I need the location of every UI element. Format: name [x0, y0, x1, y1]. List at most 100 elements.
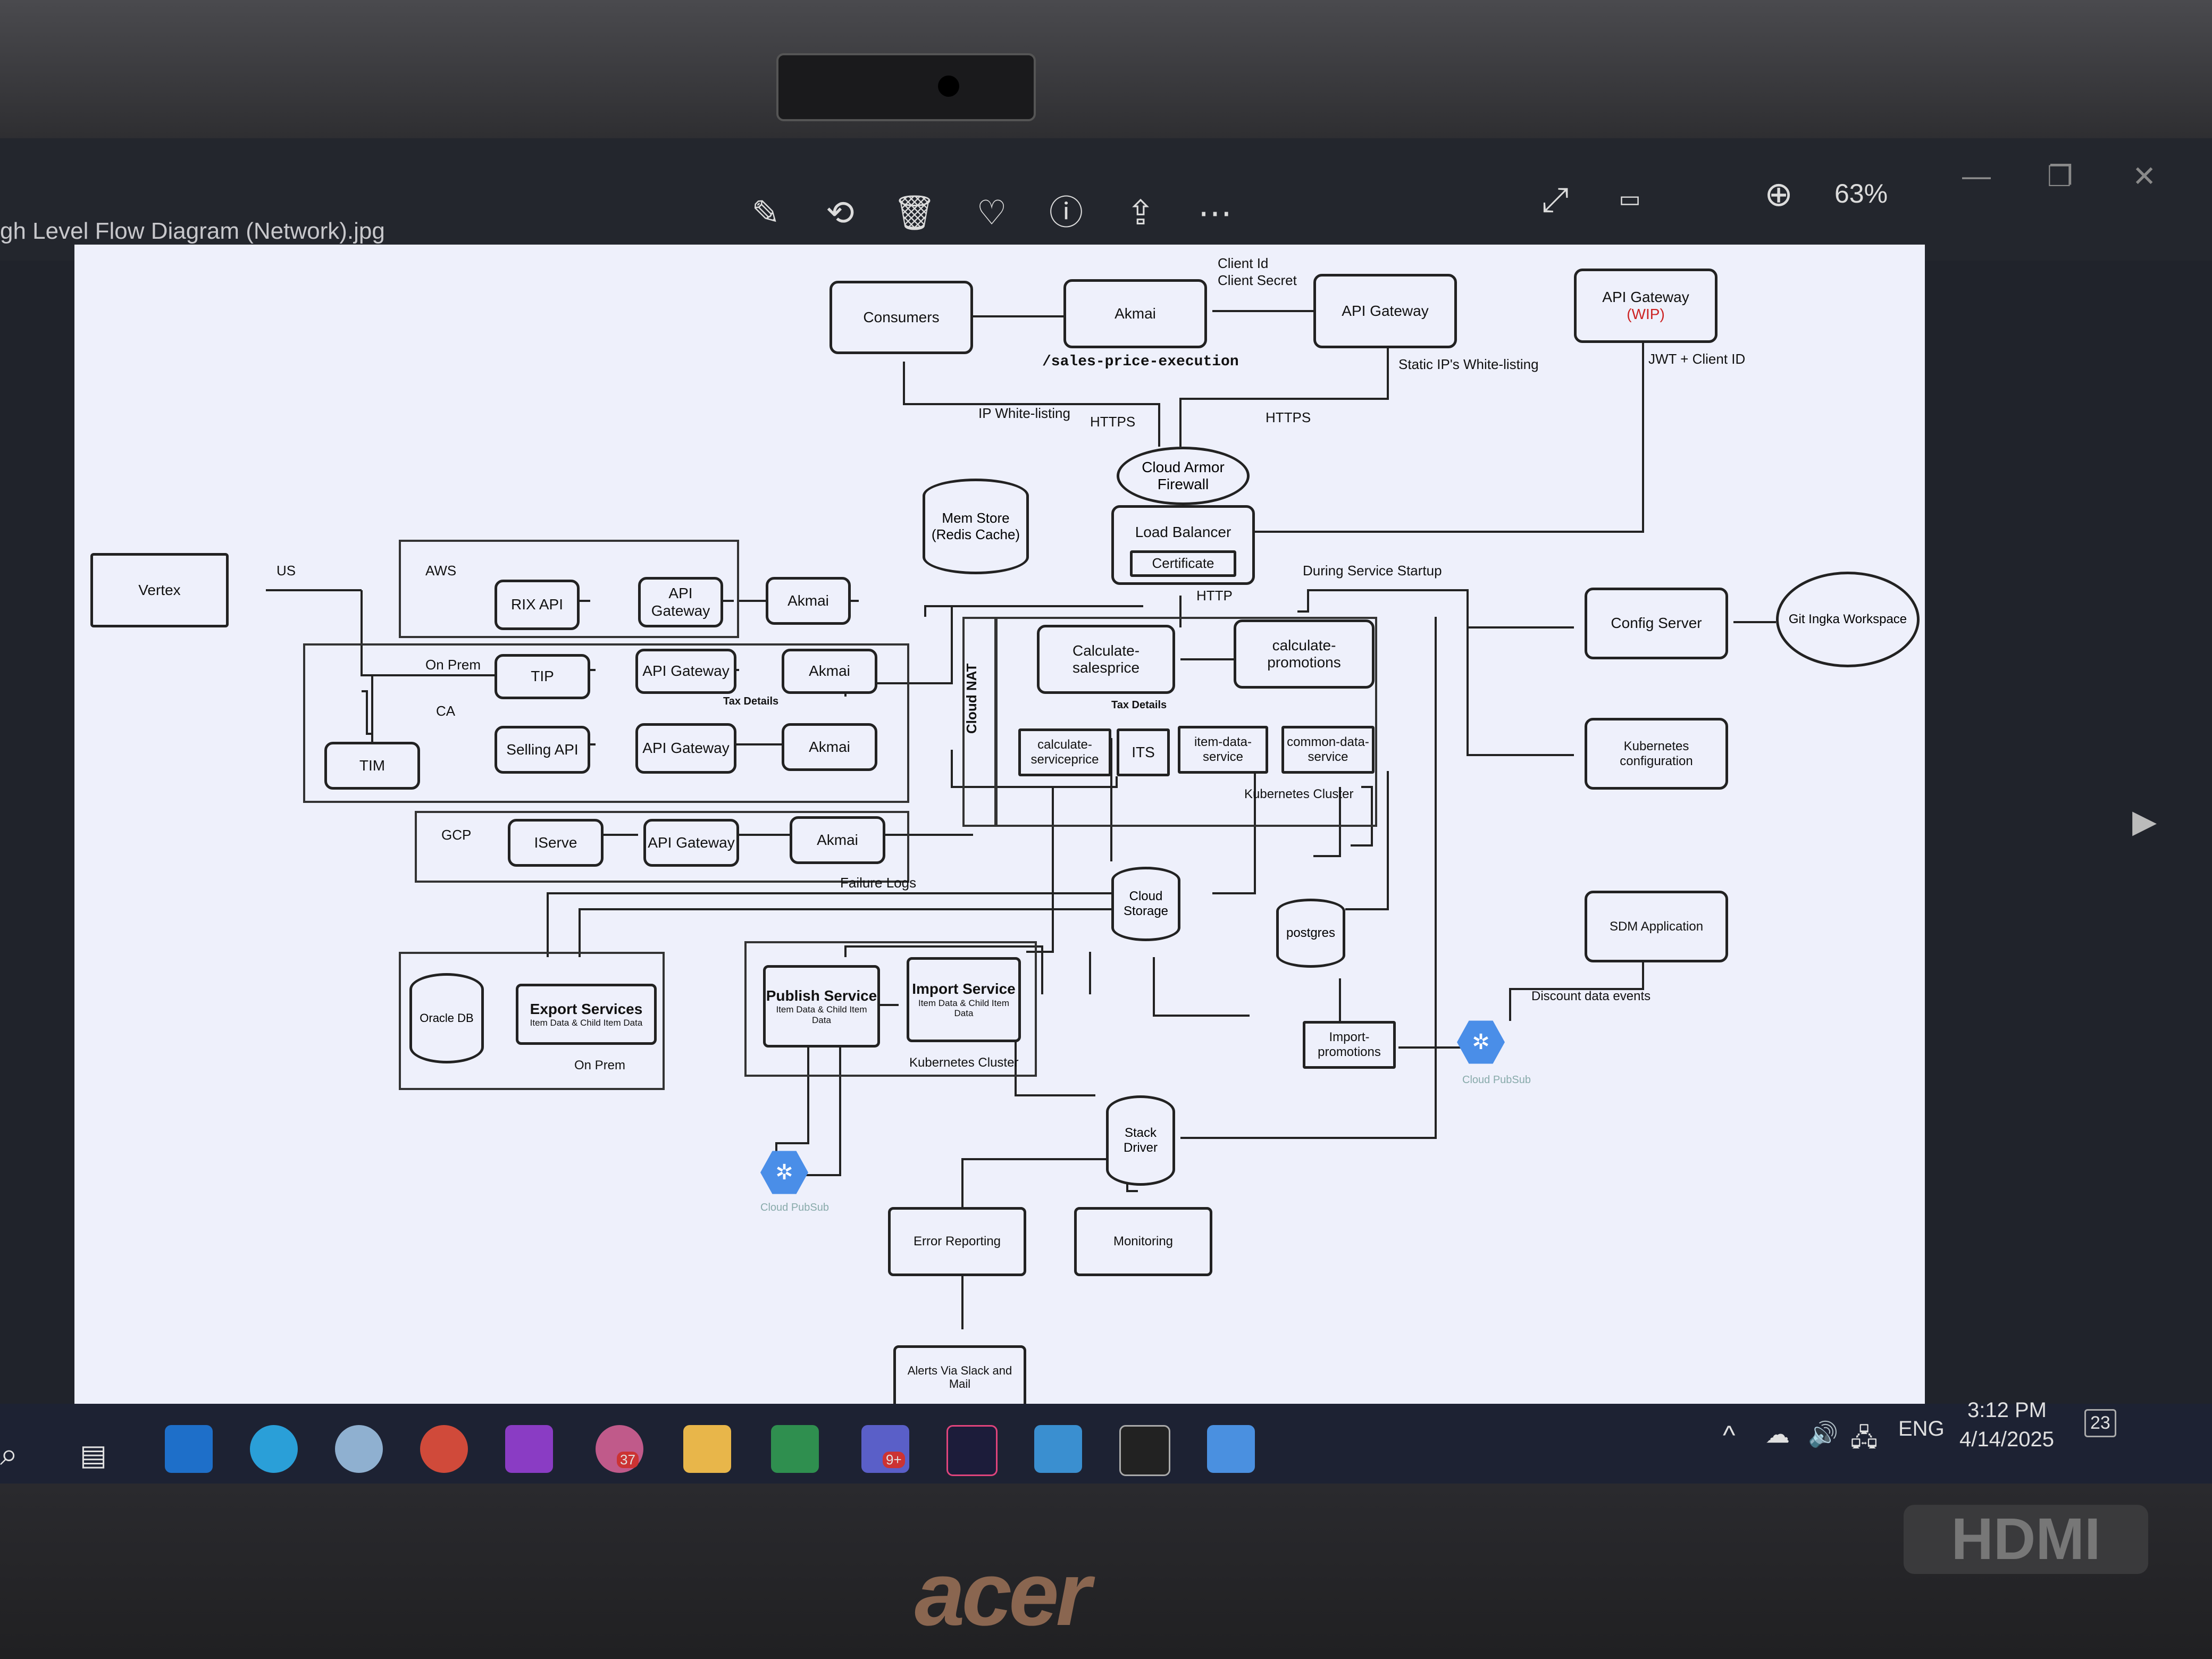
share-icon[interactable]: ⇪ — [1126, 194, 1155, 232]
common-data-service-box: common-data-service — [1281, 726, 1375, 774]
intellij-icon[interactable] — [946, 1425, 998, 1476]
info-icon[interactable]: ⓘ — [1049, 194, 1083, 232]
monitoring-box: Monitoring — [1074, 1207, 1212, 1276]
on-prem-label: On Prem — [425, 657, 481, 673]
tax-details-label-1: Tax Details — [723, 696, 779, 707]
during-startup-label: During Service Startup — [1303, 563, 1442, 579]
api-gateway-tip-box: API Gateway — [635, 649, 736, 694]
discount-events-label: Discount data events — [1531, 989, 1651, 1003]
remote-desktop-icon[interactable] — [1034, 1425, 1082, 1473]
api-gateway-wip-box: API Gateway (WIP) — [1574, 269, 1717, 343]
cloud-armor-firewall: Cloud Armor Firewall — [1117, 447, 1250, 505]
gcp-label: GCP — [441, 827, 472, 843]
error-reporting-box: Error Reporting — [888, 1207, 1026, 1276]
us-label: US — [276, 563, 296, 579]
selling-api-box: Selling API — [495, 726, 590, 774]
config-server-box: Config Server — [1585, 588, 1728, 659]
clock-time[interactable]: 3:12 PM — [1967, 1398, 2047, 1422]
api-gateway-wip-label: API Gateway — [1602, 288, 1689, 305]
chrome-icon[interactable] — [420, 1425, 468, 1473]
mem-store-label: Mem Store — [942, 510, 1010, 526]
more-icon[interactable]: ⋯ — [1198, 194, 1232, 232]
laptop-bezel-top — [0, 0, 2212, 160]
ip-whitelisting-label: IP White-listing — [978, 405, 1070, 421]
volume-icon[interactable]: 🔊 — [1808, 1420, 1839, 1448]
publish-sub-label: Item Data & Child Item Data — [776, 1004, 867, 1025]
consumers-box: Consumers — [830, 281, 973, 354]
laptop-bezel-bottom — [0, 1484, 2212, 1659]
hdmi-sticker: HDMI — [1904, 1505, 2148, 1574]
favorite-icon[interactable]: ♡ — [976, 194, 1007, 232]
task-view-icon[interactable]: ▤ — [80, 1439, 107, 1471]
stack-driver: Stack Driver — [1106, 1095, 1175, 1186]
calculate-promotions-box: calculate-promotions — [1234, 619, 1375, 689]
import-sub-label: Item Data & Child Item Data — [918, 998, 1009, 1019]
akmai-top-box: Akmai — [1063, 279, 1207, 348]
network-icon[interactable]: 🖧 — [1850, 1423, 1878, 1451]
export-services-label: Export Services — [530, 1000, 643, 1017]
restore-button[interactable]: ❐ — [2047, 161, 2073, 192]
wip-label: (WIP) — [1627, 306, 1665, 322]
kubernetes-cluster-2 — [744, 941, 1037, 1077]
client-id-label: Client Id — [1218, 255, 1269, 271]
file-explorer-icon[interactable] — [683, 1425, 731, 1473]
search-icon[interactable]: ⌕ — [0, 1436, 18, 1472]
onenote-icon[interactable] — [505, 1425, 553, 1473]
firewall-label: Firewall — [1157, 476, 1209, 492]
tip-box: TIP — [495, 654, 590, 699]
close-button[interactable]: ✕ — [2132, 161, 2157, 192]
https-label-2: HTTPS — [1266, 409, 1311, 425]
cloud-icon[interactable]: ☁ — [1765, 1420, 1790, 1448]
aws-group — [399, 540, 739, 638]
clock-date[interactable]: 4/14/2025 — [1959, 1428, 2054, 1451]
photos-icon[interactable] — [1207, 1425, 1255, 1473]
notifications-icon[interactable]: 23 — [2084, 1409, 2116, 1437]
fullscreen-icon[interactable]: ⤢ — [1541, 180, 1569, 219]
excel-icon[interactable] — [771, 1425, 819, 1473]
terminal-icon[interactable] — [1119, 1425, 1170, 1476]
api-gateway-top-box: API Gateway — [1313, 274, 1457, 348]
gcp-group — [415, 811, 909, 883]
oracle-db: Oracle DB — [409, 973, 484, 1063]
edge-icon[interactable] — [250, 1425, 298, 1473]
app-icon[interactable] — [335, 1425, 383, 1473]
chevron-up-icon[interactable]: ^ — [1723, 1420, 1736, 1450]
import-promotions-box: Import-promotions — [1303, 1021, 1396, 1069]
kubernetes-cluster-1 — [962, 617, 1377, 827]
delete-icon[interactable]: 🗑 — [893, 194, 936, 232]
edit-icon[interactable]: ✎ — [751, 194, 780, 232]
actual-size-icon[interactable]: ▭ — [1619, 186, 1641, 212]
rotate-icon[interactable]: ⟲ — [826, 194, 854, 232]
mem-store-redis: Mem Store (Redis Cache) — [923, 479, 1029, 574]
webcam-icon — [776, 53, 1036, 121]
acer-logo: acer — [915, 1544, 1091, 1645]
cloud-nat-label: Cloud NAT — [963, 663, 979, 734]
publish-service-label: Publish Service — [766, 987, 877, 1004]
https-label-1: HTTPS — [1090, 414, 1136, 430]
minimize-button[interactable]: — — [1962, 160, 1991, 192]
chrome-badge: 37 — [617, 1452, 639, 1468]
jwt-label: JWT + Client ID — [1648, 351, 1746, 367]
cloud-nat-divider — [994, 617, 998, 827]
teams-badge: 9+ — [883, 1452, 905, 1468]
akmai-sell-box: Akmai — [782, 723, 877, 771]
git-workspace-ellipse: Git Ingka Workspace — [1776, 572, 1920, 667]
outlook-icon[interactable] — [165, 1425, 213, 1473]
cloud-pubsub-label-1: Cloud PubSub — [1462, 1074, 1531, 1086]
api-gateway-sell-box: API Gateway — [635, 723, 736, 774]
cloud-pubsub-icon-2: ✲ — [760, 1151, 808, 1194]
language-indicator[interactable]: ENG — [1898, 1417, 1945, 1440]
akmai-gcp-box: Akmai — [790, 816, 885, 864]
akmai-tip-box: Akmai — [782, 649, 877, 694]
next-image-button[interactable]: ▶ — [2132, 803, 2157, 839]
kubernetes-config-box: Kubernetes configuration — [1585, 718, 1728, 790]
http-label: HTTP — [1196, 588, 1233, 604]
rix-api-box: RIX API — [495, 580, 580, 630]
vertex-box: Vertex — [90, 553, 229, 627]
cloud-pubsub-icon-1: ✲ — [1457, 1020, 1505, 1064]
kubernetes-cluster-label-2: Kubernetes Cluster — [909, 1055, 1019, 1070]
zoom-in-icon[interactable]: ⊕ — [1764, 175, 1793, 213]
diagram-canvas: Consumers Akmai Client Id Client Secret … — [74, 245, 1925, 1414]
calculate-serviceprice-box: calculate-serviceprice — [1018, 728, 1111, 776]
cloud-armor-label: Cloud Armor — [1142, 459, 1225, 475]
